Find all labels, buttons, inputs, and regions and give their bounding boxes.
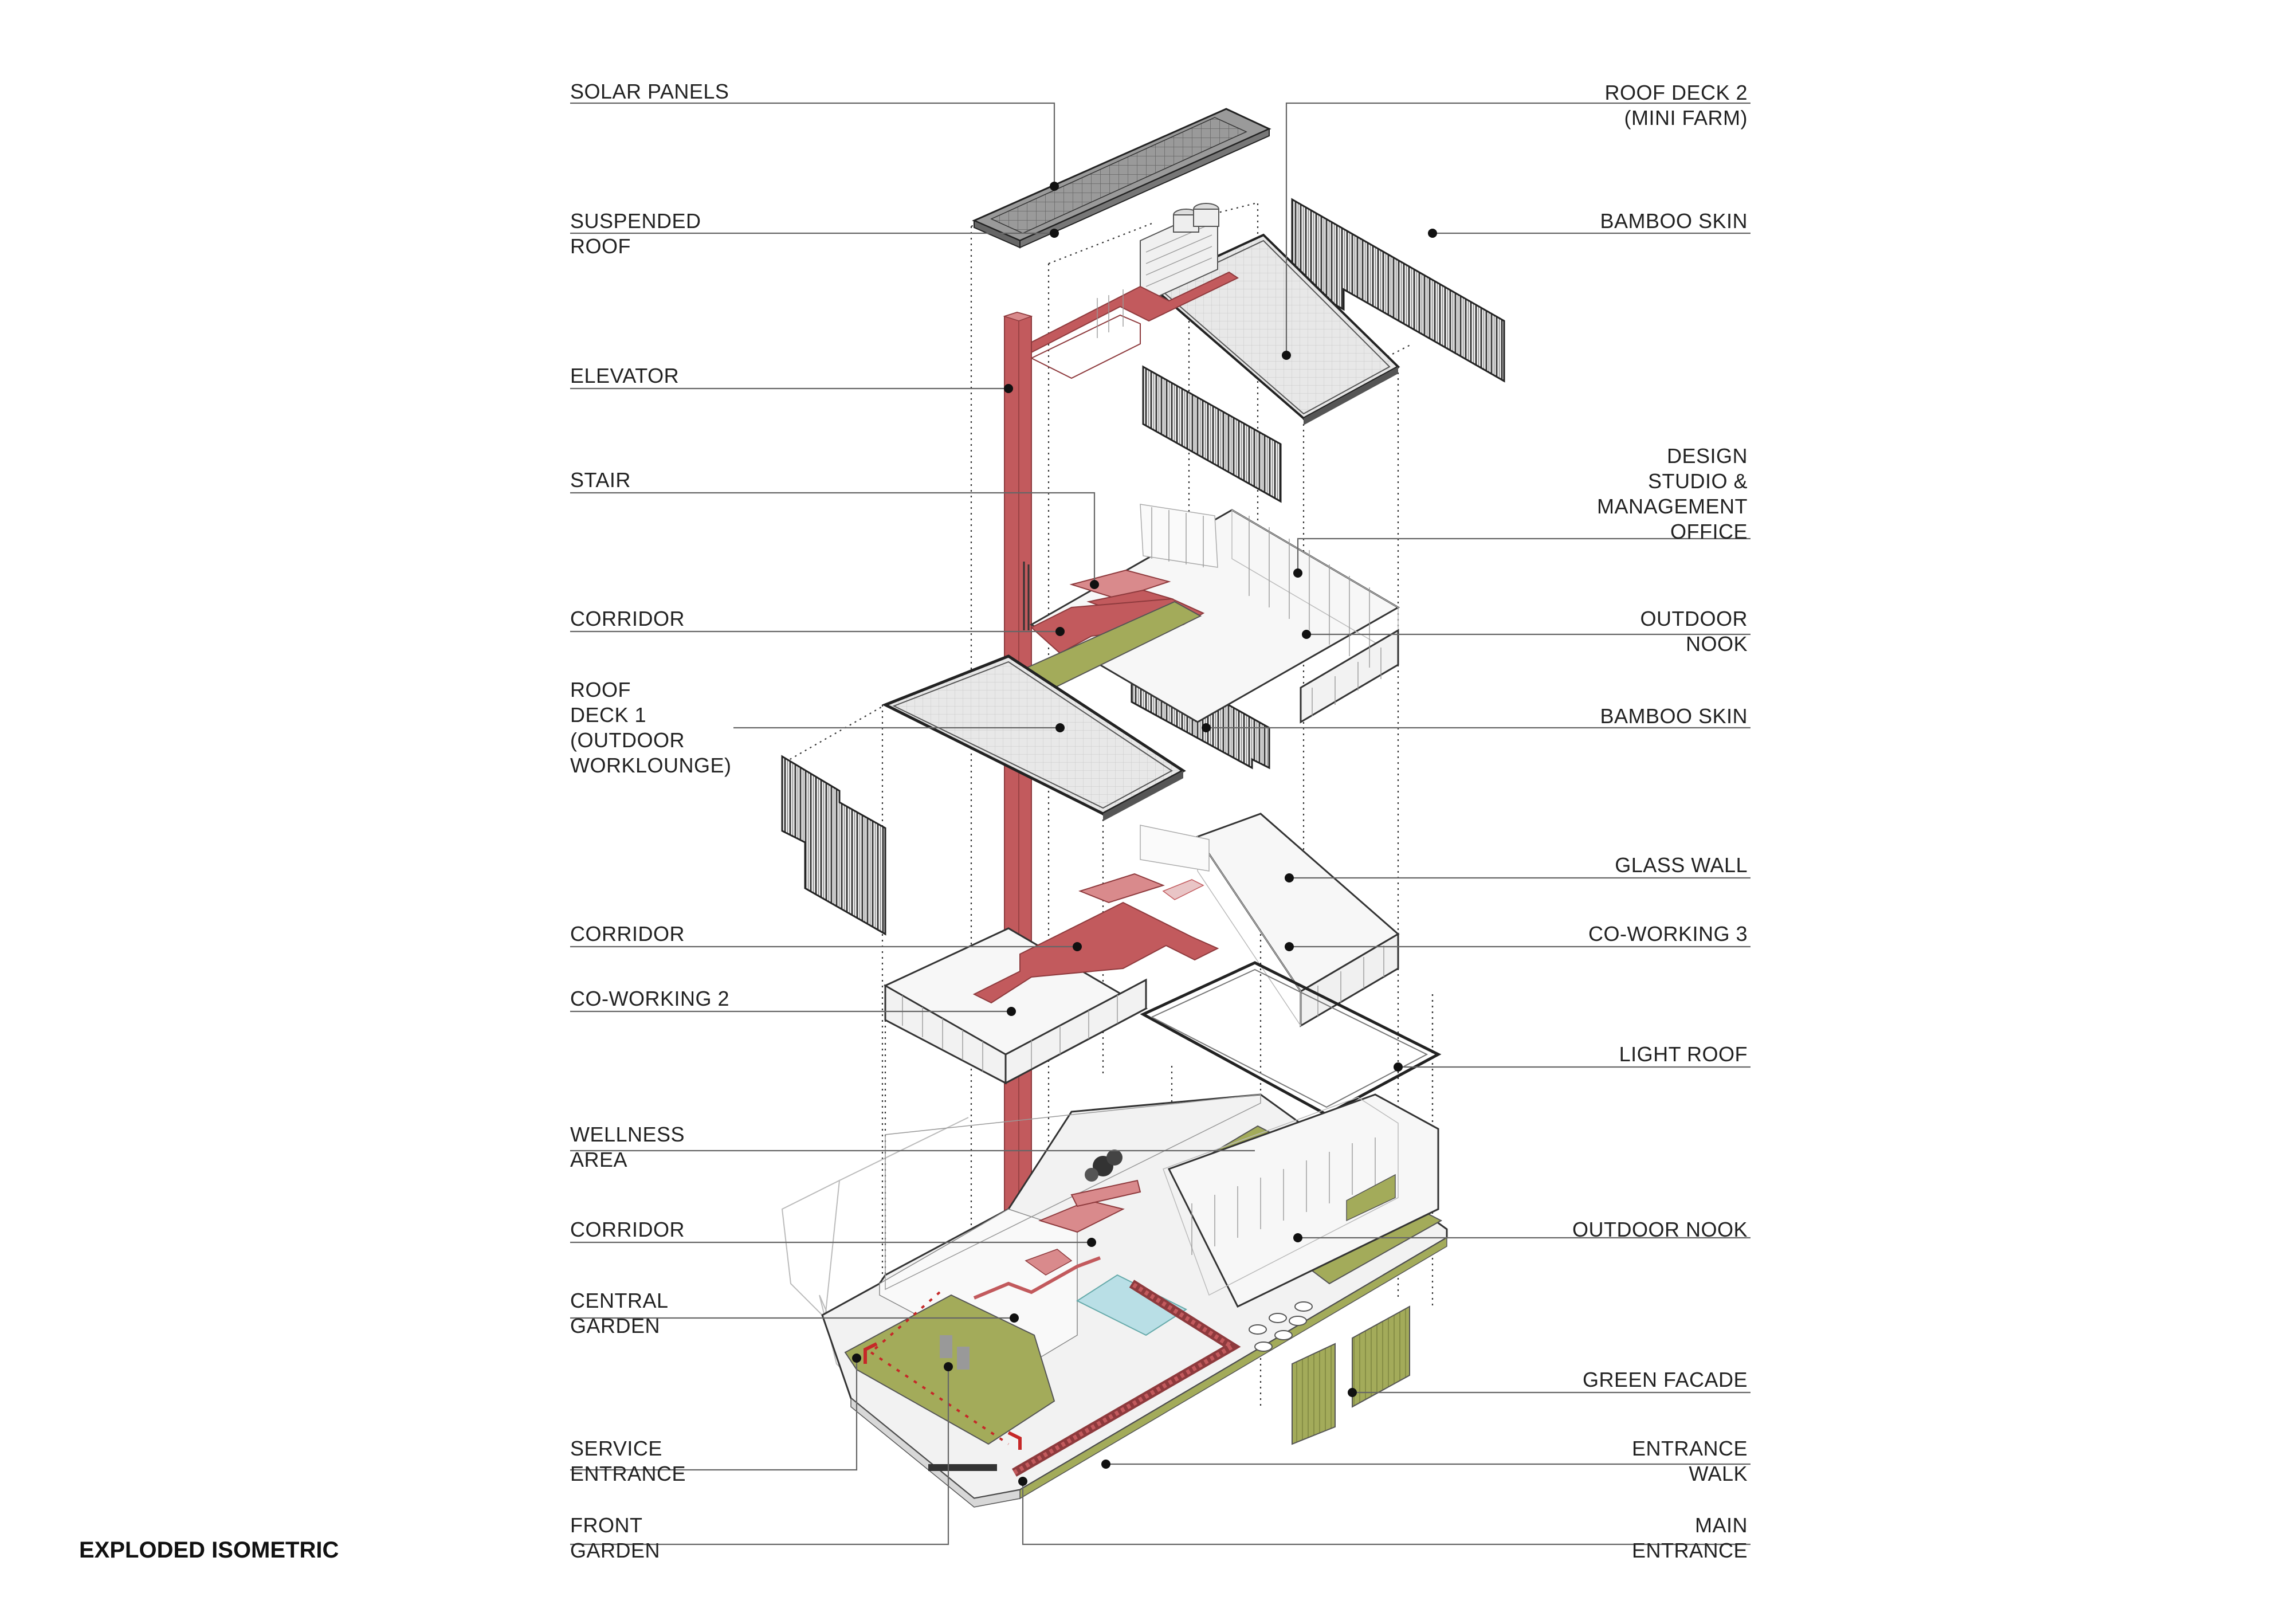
label-outdoor-nook-ground: OUTDOOR NOOK [1572, 1218, 1748, 1241]
label-roof-deck-2: ROOF DECK 2(MINI FARM) [1604, 81, 1748, 130]
ground-level [781, 1093, 1448, 1508]
mini-farm-planters [1140, 203, 1219, 299]
label-glass-wall: GLASS WALL [1615, 853, 1748, 877]
elevator-shaft [1003, 311, 1033, 1270]
label-solar-panels: SOLAR PANELS [570, 80, 729, 103]
label-light-roof: LIGHT ROOF [1619, 1042, 1748, 1066]
label-corridor-middle: CORRIDOR [570, 922, 685, 946]
label-elevator: ELEVATOR [570, 364, 679, 387]
wellness-plant [1085, 1150, 1123, 1182]
label-corridor-upper: CORRIDOR [570, 607, 685, 630]
light-roof [1140, 961, 1442, 1116]
label-corridor-ground: CORRIDOR [570, 1218, 685, 1241]
middle-level [884, 813, 1400, 1085]
stepping-stones [1249, 1301, 1313, 1352]
label-stair: STAIR [570, 468, 631, 492]
label-bamboo-skin-upper: BAMBOO SKIN [1600, 209, 1748, 233]
label-bamboo-skin-lower: BAMBOO SKIN [1600, 704, 1748, 728]
label-co-working-3: CO-WORKING 3 [1588, 922, 1748, 946]
studio-level [1012, 504, 1400, 724]
green-facade-panels [1292, 1305, 1410, 1445]
solar-panels [990, 117, 1247, 234]
label-green-facade: GREEN FACADE [1583, 1368, 1748, 1391]
leader-lines [570, 102, 1751, 1545]
roof-deck-1 [881, 654, 1186, 821]
roof-deck-2-level [1015, 203, 1400, 425]
diagram-title: EXPLODED ISOMETRIC [79, 1537, 339, 1563]
labels-right: ROOF DECK 2(MINI FARM) BAMBOO SKIN DESIG… [1572, 81, 1748, 1562]
leader-dots [852, 182, 1437, 1486]
label-co-working-2: CO-WORKING 2 [570, 987, 729, 1010]
